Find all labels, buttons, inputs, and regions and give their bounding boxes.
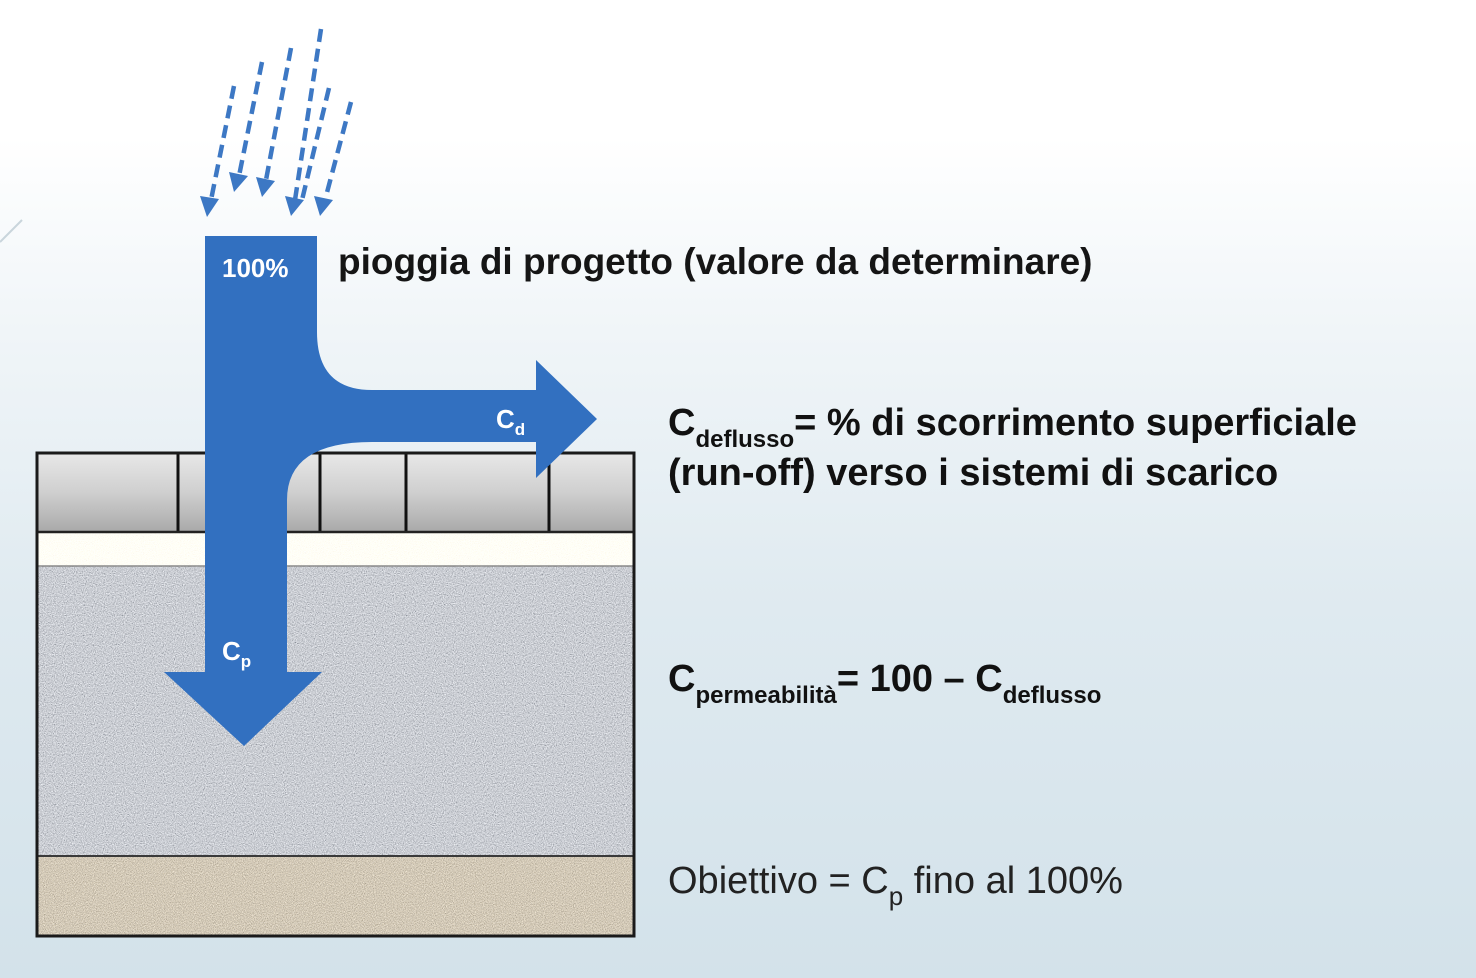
runoff-arrow-label: Cd xyxy=(496,404,525,439)
runoff-definition-line2: (run-off) verso i sistemi di scarico xyxy=(668,452,1279,494)
rain-description: pioggia di progetto (valore da determina… xyxy=(338,241,1093,282)
runoff-subscript: deflusso xyxy=(695,426,795,453)
rain-arrows xyxy=(208,28,354,201)
permeability-subscript: permeabilità xyxy=(695,682,837,709)
permeability-formula: Cpermeabilità= 100 – Cdeflusso xyxy=(668,658,1101,709)
rain-arrowheads xyxy=(200,172,333,217)
flow-arrows xyxy=(164,236,597,746)
permeability-formula-body: = 100 – C xyxy=(836,658,1003,700)
rainfall-flow-shaft xyxy=(164,236,597,746)
permeability-subscript-deflusso: deflusso xyxy=(1002,682,1102,709)
runoff-definition-text: = % di scorrimento superficiale xyxy=(794,402,1357,444)
permeability-symbol: C xyxy=(668,658,696,700)
objective-suffix: fino al 100% xyxy=(903,860,1123,902)
sand-bed-layer xyxy=(37,532,634,566)
rain-percent-label: 100% xyxy=(222,253,289,283)
objective-statement: Obiettivo = Cp fino al 100% xyxy=(668,860,1123,911)
runoff-definition-line1: Cdeflusso= % di scorrimento superficiale xyxy=(668,402,1357,453)
objective-subscript: p xyxy=(888,881,904,911)
permeability-arrow-label: Cp xyxy=(222,636,251,671)
decorative-line xyxy=(0,219,23,243)
ground-section xyxy=(35,451,636,938)
subsoil-layer xyxy=(37,856,634,936)
gravel-layer xyxy=(37,566,634,856)
runoff-symbol: C xyxy=(668,402,696,444)
paving-layer xyxy=(37,453,634,534)
objective-prefix: Obiettivo = C xyxy=(668,860,889,902)
